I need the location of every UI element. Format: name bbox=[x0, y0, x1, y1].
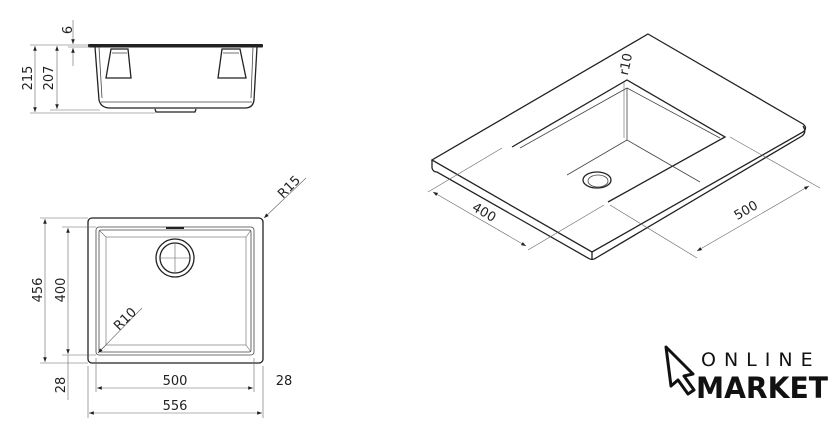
dim-inner-width: 500 bbox=[163, 374, 188, 389]
side-view: 6 215 207 bbox=[21, 20, 263, 114]
dim-outer-depth: 456 bbox=[31, 278, 46, 303]
cursor-arrow-icon bbox=[664, 345, 696, 396]
logo-line2: MARKET bbox=[696, 371, 828, 405]
online-market-logo: ONLINE MARKET bbox=[664, 345, 828, 405]
dim-border-right: 28 bbox=[276, 374, 293, 389]
dim-inner-depth: 400 bbox=[54, 278, 69, 303]
iso-radius: r10 bbox=[617, 52, 636, 77]
dim-total-height: 215 bbox=[21, 66, 36, 91]
dim-flange: 6 bbox=[61, 26, 76, 34]
top-view: 456 400 28 28 500 556 R15 R10 bbox=[31, 173, 307, 418]
dim-bowl-height: 207 bbox=[42, 66, 57, 91]
iso-view: 400 500 r10 bbox=[427, 33, 821, 261]
iso-dim-width: 500 bbox=[732, 198, 761, 223]
radius-outer: R15 bbox=[275, 173, 304, 202]
dim-outer-width: 556 bbox=[163, 399, 188, 414]
logo-line1: ONLINE bbox=[701, 349, 821, 371]
dim-border-bottom: 28 bbox=[54, 377, 69, 394]
radius-inner: R10 bbox=[111, 305, 140, 334]
